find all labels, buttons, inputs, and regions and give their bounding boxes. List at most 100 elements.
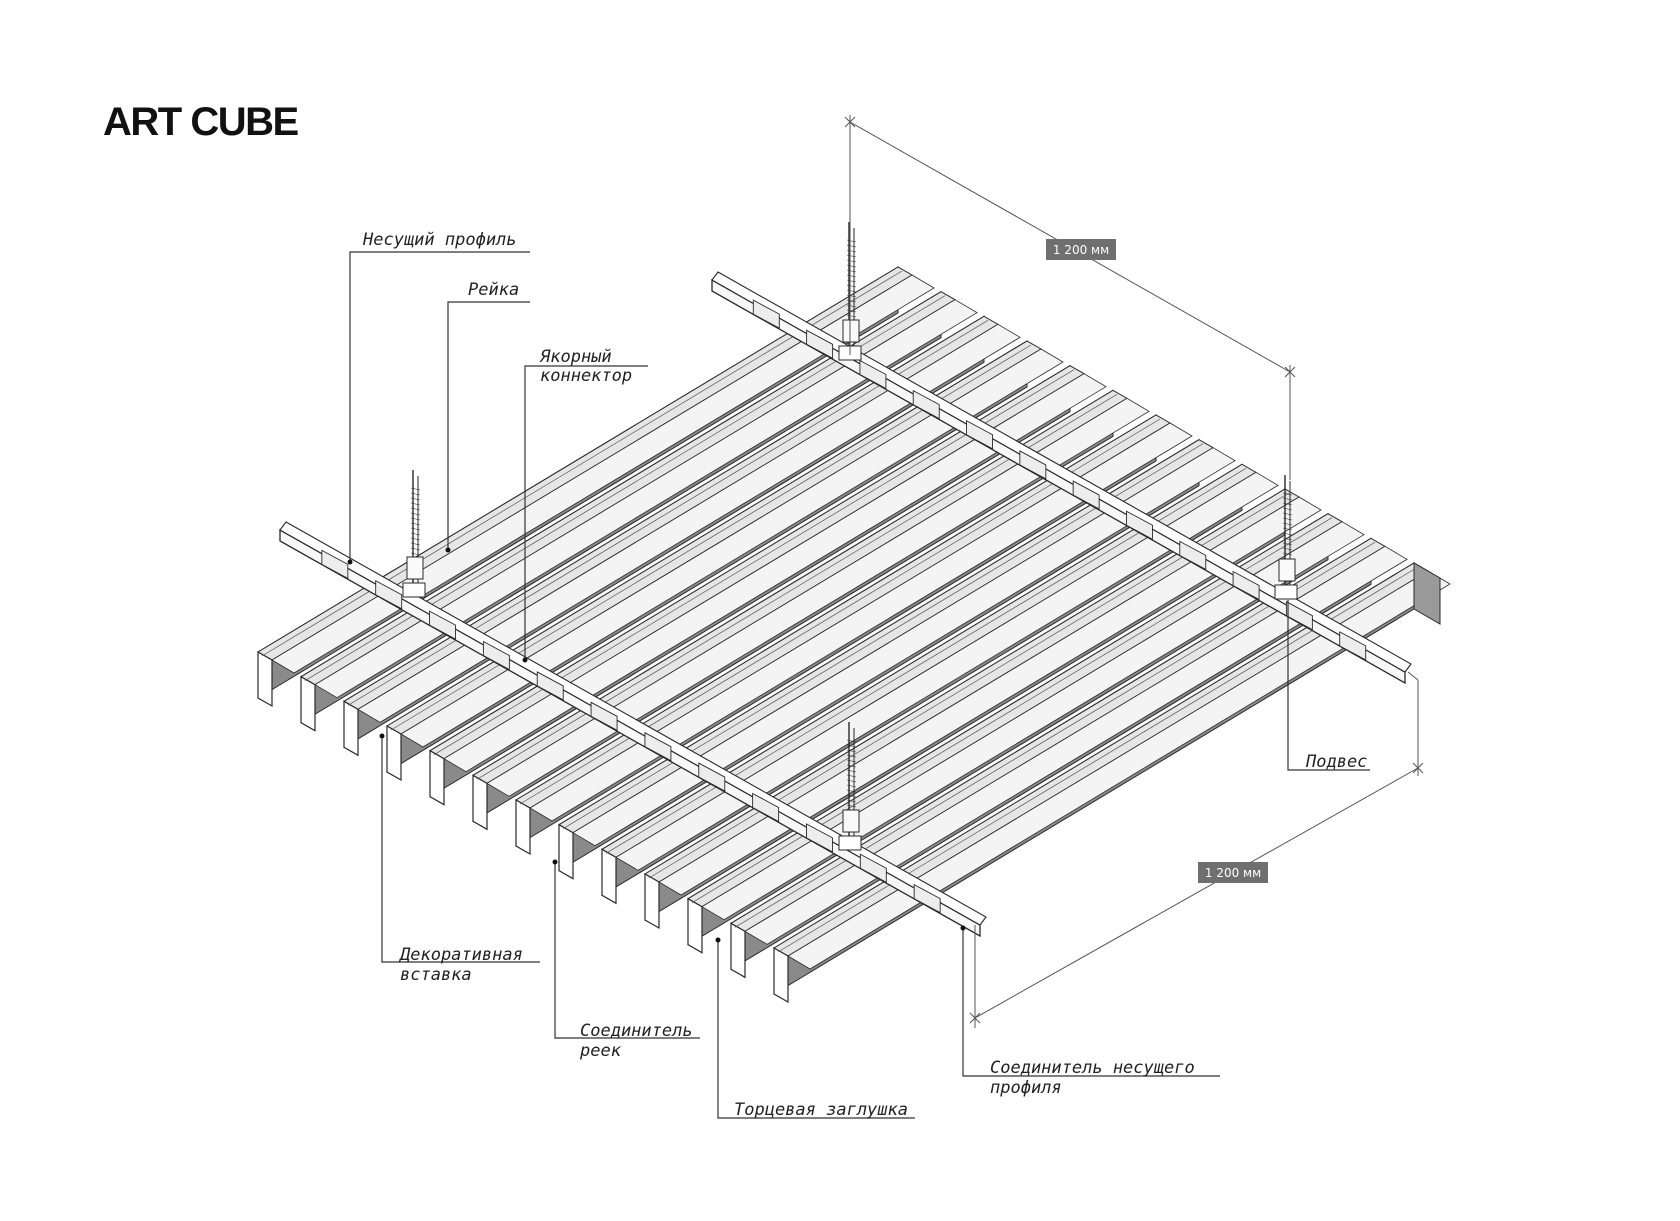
slat-channel bbox=[357, 323, 1021, 723]
carrier-clip bbox=[1339, 631, 1367, 661]
hanger-thread bbox=[846, 804, 857, 808]
carrier-clip bbox=[482, 640, 510, 671]
hanger-thread bbox=[1282, 527, 1293, 531]
slat bbox=[773, 562, 1451, 1004]
carrier-clip bbox=[806, 823, 833, 853]
hanger-thread bbox=[846, 284, 857, 288]
slat-channel bbox=[486, 397, 1150, 797]
slat-channel bbox=[787, 570, 1451, 970]
hanger-thread bbox=[846, 784, 857, 788]
slat bbox=[386, 340, 1064, 782]
hanger-spring bbox=[842, 809, 860, 833]
hanger-front-right bbox=[838, 722, 862, 851]
hanger-thread bbox=[1282, 492, 1293, 496]
hanger-spring bbox=[842, 319, 860, 343]
slat-end bbox=[257, 650, 273, 708]
hanger-clip bbox=[838, 835, 862, 851]
hanger-thread bbox=[846, 754, 857, 758]
slat-end bbox=[472, 774, 488, 831]
hangers-group bbox=[402, 222, 1298, 851]
slat-end bbox=[429, 749, 445, 806]
hanger-spring bbox=[1278, 558, 1296, 582]
dimension-bottom bbox=[969, 671, 1424, 1028]
hanger-thread bbox=[1282, 512, 1293, 516]
hanger-thread bbox=[846, 304, 857, 308]
carrier-clip bbox=[375, 580, 403, 610]
dimension-bottom-badge: 1 200 мм bbox=[1198, 862, 1268, 883]
slat-channel bbox=[271, 274, 935, 674]
brand-title: ART CUBE bbox=[103, 100, 299, 144]
callout-decorative-insert-line1: Декоративная bbox=[398, 945, 523, 965]
callout-anchor-connector-line1: Якорный bbox=[539, 347, 612, 367]
carrier-clip bbox=[806, 329, 834, 360]
slat-channel bbox=[615, 471, 1279, 871]
callout-carrier-profile: Несущий профиль bbox=[362, 230, 517, 250]
callout-slat: Рейка bbox=[468, 280, 519, 300]
slat-channel bbox=[572, 447, 1236, 847]
slat bbox=[300, 290, 978, 732]
hanger-thread bbox=[1282, 542, 1293, 546]
hanger-thread bbox=[846, 799, 857, 803]
slat-end bbox=[644, 872, 660, 930]
slat-edge bbox=[777, 566, 1419, 953]
dimension-top-badge: 1 200 мм bbox=[1046, 239, 1116, 260]
slat bbox=[472, 389, 1150, 831]
hanger-thread bbox=[410, 512, 421, 516]
carrier-flange bbox=[711, 271, 1412, 673]
hanger-thread bbox=[1282, 517, 1293, 521]
callout-leaders bbox=[349, 251, 1370, 1119]
hanger-thread bbox=[410, 507, 421, 511]
carrier-clip bbox=[1179, 540, 1207, 571]
hanger-thread bbox=[846, 794, 857, 798]
slat-end bbox=[300, 675, 316, 732]
carrier-clip bbox=[429, 610, 456, 640]
slat-end bbox=[773, 946, 789, 1004]
slat-edge bbox=[734, 542, 1376, 928]
slat-end bbox=[515, 798, 531, 856]
hanger-thread bbox=[410, 492, 421, 496]
hanger-clip bbox=[402, 582, 426, 598]
hanger-thread bbox=[846, 294, 857, 298]
hanger-thread bbox=[846, 239, 857, 243]
carrier-clip bbox=[966, 420, 993, 450]
carrier-clip bbox=[1019, 450, 1047, 480]
slat bbox=[644, 488, 1322, 930]
hanger-thread bbox=[846, 749, 857, 753]
hanger-thread bbox=[410, 547, 421, 551]
carrier-clip bbox=[698, 762, 726, 792]
hanger-thread bbox=[846, 739, 857, 743]
hanger-thread bbox=[410, 532, 421, 536]
hanger-thread bbox=[1282, 522, 1293, 526]
hanger-thread bbox=[846, 249, 857, 253]
hanger-thread bbox=[846, 759, 857, 763]
slat-channel bbox=[314, 299, 978, 699]
hanger-thread bbox=[846, 789, 857, 793]
carrier-clip bbox=[1072, 480, 1100, 510]
carrier-flange bbox=[279, 521, 987, 926]
hanger-thread bbox=[410, 522, 421, 526]
dimension-top-label: 1 200 мм bbox=[1053, 243, 1109, 257]
slats-group bbox=[257, 266, 1451, 1004]
carrier-clip bbox=[859, 853, 887, 883]
hanger-thread bbox=[846, 289, 857, 293]
hanger-thread bbox=[1282, 507, 1293, 511]
hanger-thread bbox=[846, 259, 857, 263]
hanger-thread bbox=[846, 769, 857, 773]
slat-channel bbox=[701, 521, 1365, 921]
carrier-profiles-group bbox=[279, 271, 1412, 938]
carrier-clip bbox=[752, 792, 780, 823]
hanger-thread bbox=[1282, 537, 1293, 541]
carrier-clip bbox=[536, 671, 564, 701]
carrier-clip bbox=[590, 701, 618, 732]
hanger-front-left bbox=[402, 470, 426, 598]
hanger-thread bbox=[1282, 552, 1293, 556]
callout-end-cap: Торцевая заглушка bbox=[734, 1100, 908, 1120]
hanger-thread bbox=[1282, 497, 1293, 501]
slat-channel bbox=[658, 496, 1322, 896]
carrier-clip bbox=[644, 731, 672, 762]
hanger-thread bbox=[410, 517, 421, 521]
carrier-clip bbox=[913, 883, 941, 914]
hanger-thread bbox=[846, 274, 857, 278]
callout-anchor-connector-line2: коннектор bbox=[540, 366, 632, 386]
